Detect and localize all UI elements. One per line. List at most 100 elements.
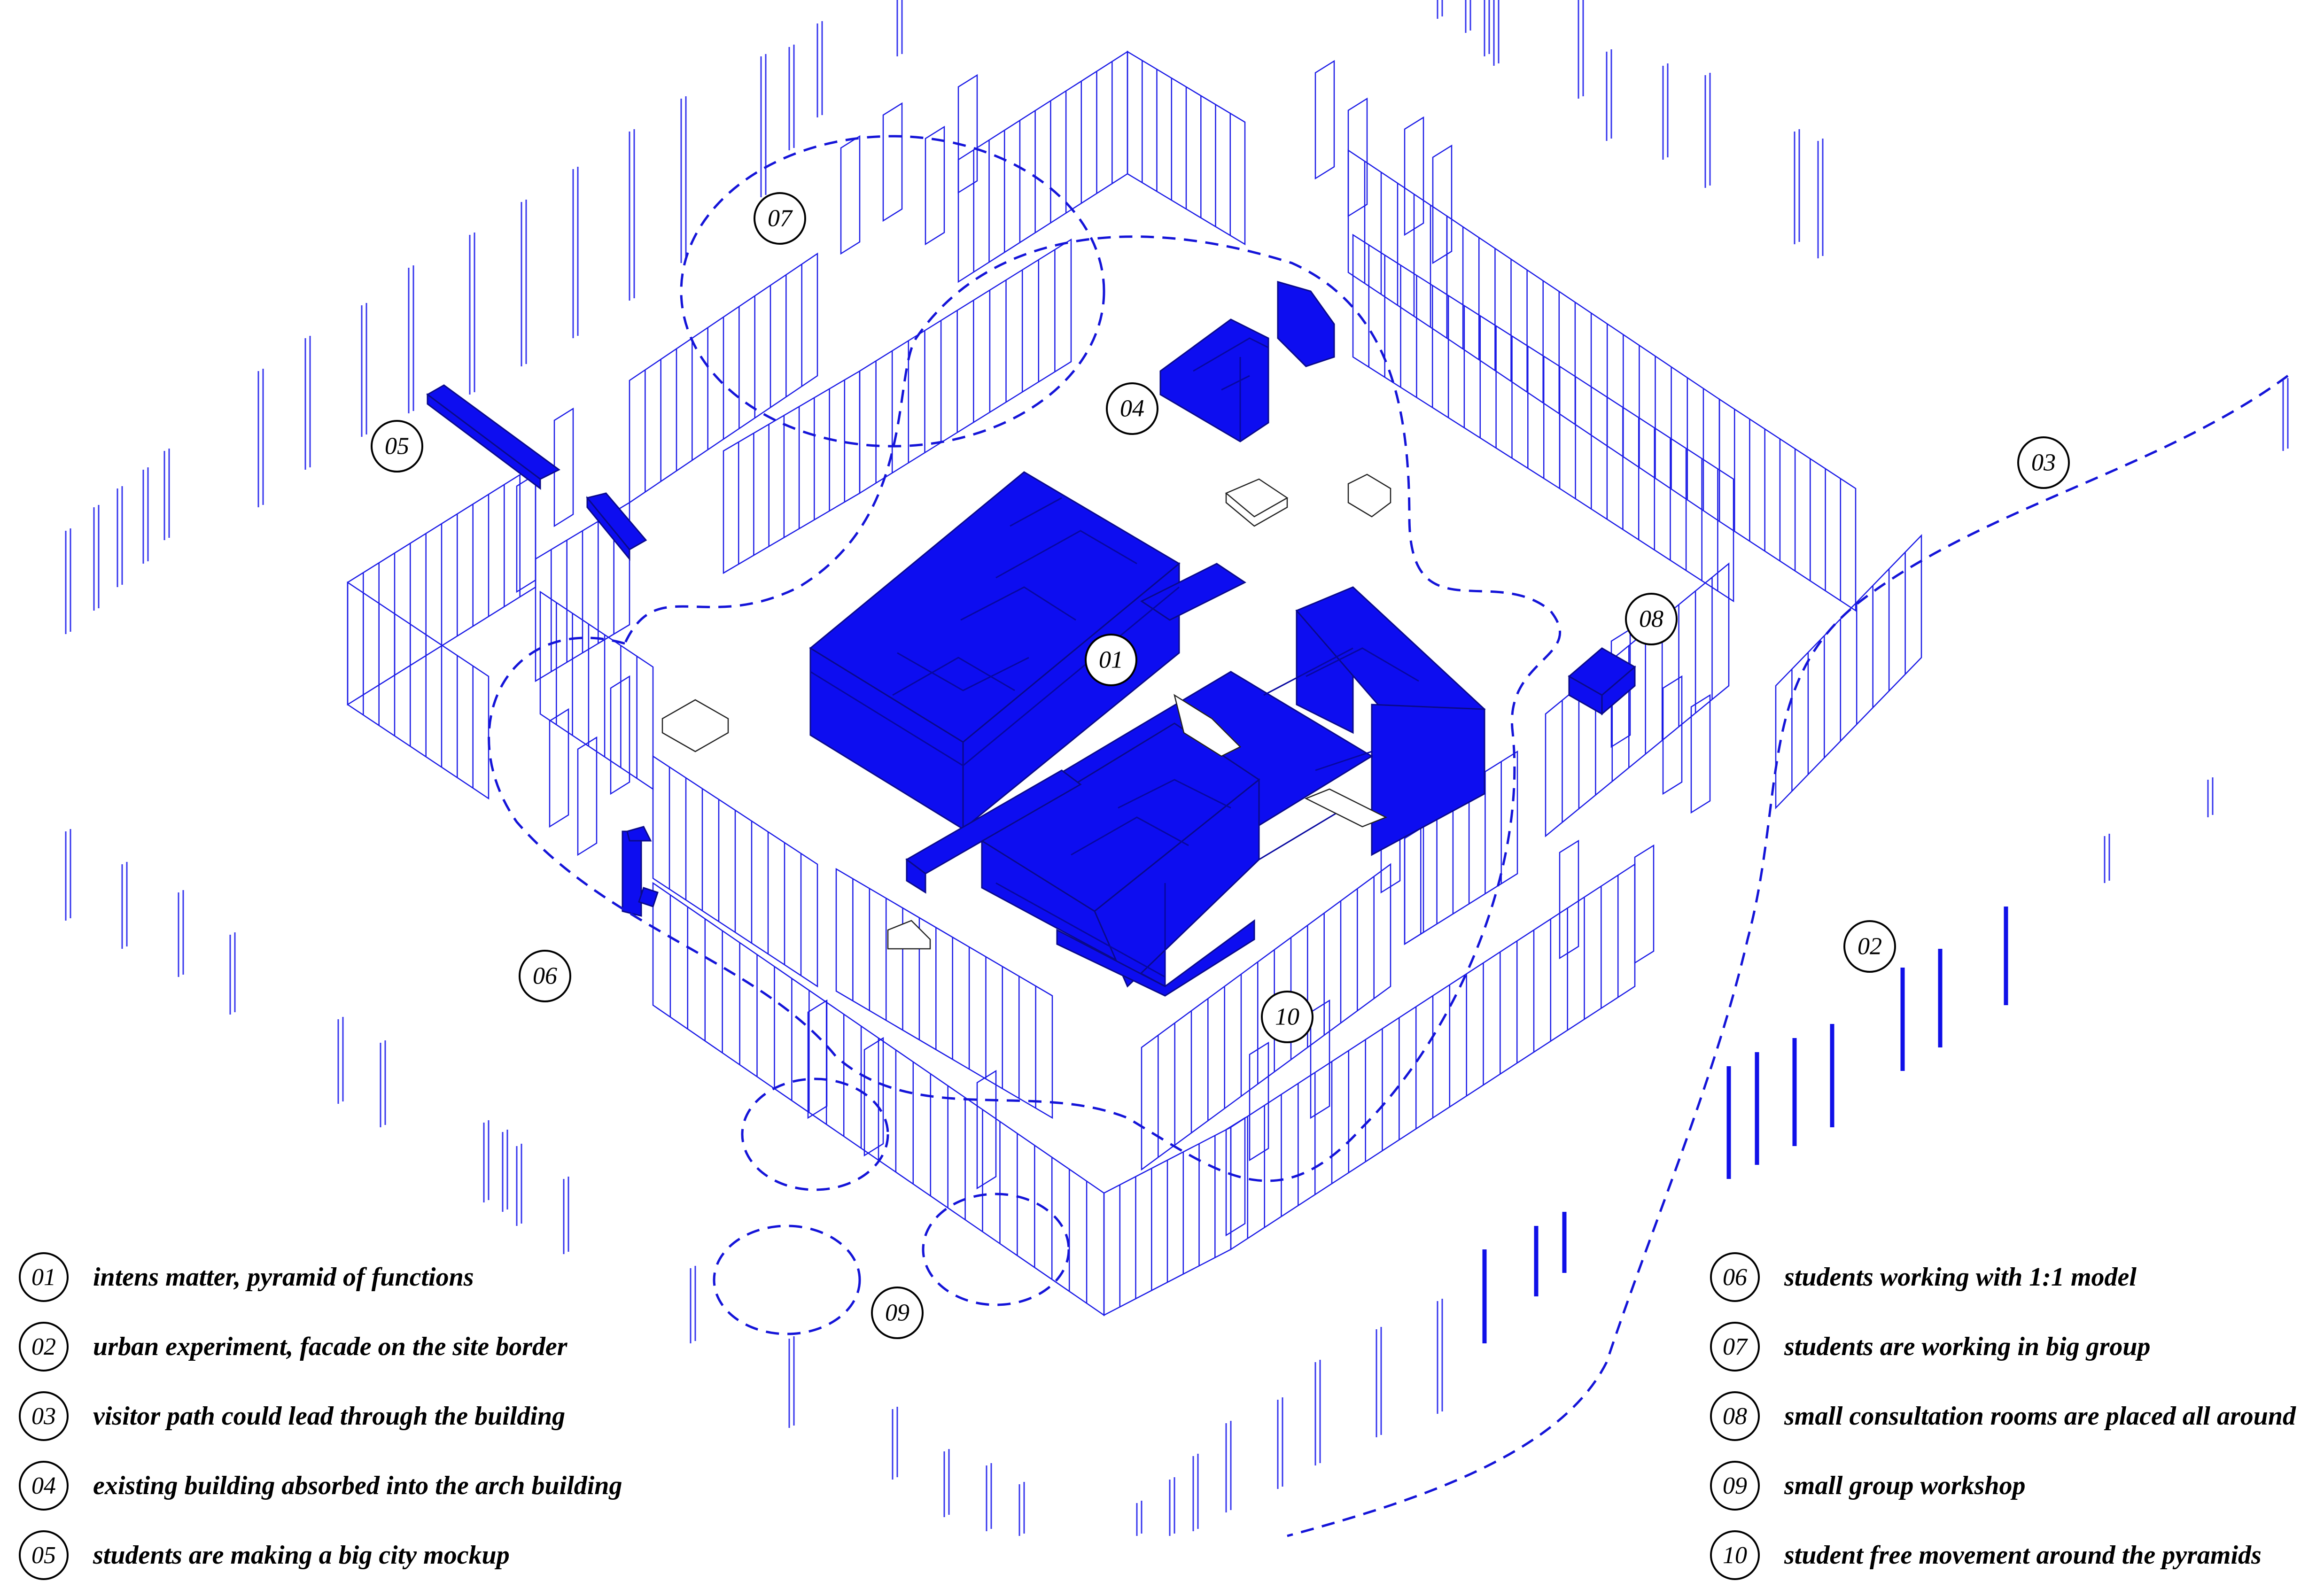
post bbox=[517, 1144, 521, 1226]
workshop-loop-b bbox=[714, 1226, 860, 1334]
legend-item: 04 existing building absorbed into the ar… bbox=[19, 1458, 622, 1513]
workshop-loop-a bbox=[742, 1079, 888, 1190]
marker-06: 06 bbox=[520, 951, 570, 1001]
post bbox=[409, 265, 413, 413]
post bbox=[1663, 63, 1668, 160]
marker-10: 10 bbox=[1262, 992, 1313, 1042]
legend-text: student free movement around the pyramid… bbox=[1784, 1540, 2262, 1570]
facade-panel bbox=[1691, 695, 1710, 813]
post bbox=[1494, 0, 1499, 66]
post bbox=[305, 336, 310, 470]
post bbox=[484, 1120, 489, 1202]
facade-wall bbox=[653, 756, 817, 986]
legend-item: 02 urban experiment, facade on the site b… bbox=[19, 1319, 622, 1374]
facade-wall bbox=[348, 582, 489, 798]
post bbox=[521, 200, 526, 366]
legend-number: 03 bbox=[19, 1391, 69, 1441]
post bbox=[681, 96, 686, 263]
facade-panel bbox=[925, 127, 944, 244]
facade-panel bbox=[977, 1071, 996, 1188]
post bbox=[470, 233, 474, 395]
post bbox=[1438, 1299, 1442, 1414]
post bbox=[2105, 834, 2109, 883]
svg-text:07: 07 bbox=[768, 205, 793, 232]
svg-text:02: 02 bbox=[1858, 933, 1882, 960]
legend-text: intens matter, pyramid of functions bbox=[93, 1262, 474, 1292]
post bbox=[564, 1177, 568, 1254]
city-mockup-blocks bbox=[427, 385, 646, 559]
facade-panel bbox=[958, 75, 977, 193]
post bbox=[1137, 1501, 1142, 1536]
post bbox=[573, 167, 578, 338]
post bbox=[258, 369, 263, 507]
legend-number: 05 bbox=[19, 1530, 69, 1580]
facade-wall bbox=[1719, 399, 1856, 611]
post bbox=[503, 1130, 507, 1212]
post bbox=[2283, 378, 2288, 451]
svg-text:10: 10 bbox=[1275, 1004, 1299, 1031]
facade-wall bbox=[958, 52, 1127, 282]
post bbox=[893, 1407, 897, 1480]
post bbox=[1193, 1454, 1198, 1531]
facade-panel bbox=[611, 676, 630, 794]
facade-panel bbox=[883, 103, 902, 221]
post bbox=[122, 862, 127, 949]
legend-text: urban experiment, facade on the site bor… bbox=[93, 1332, 567, 1362]
workshop-loop-c bbox=[923, 1194, 1069, 1305]
facade-panel bbox=[864, 1038, 883, 1155]
post bbox=[1019, 1482, 1024, 1536]
legend-number: 02 bbox=[19, 1322, 69, 1372]
central-building-mass bbox=[810, 472, 1485, 996]
post bbox=[143, 467, 148, 564]
post bbox=[117, 486, 122, 587]
post bbox=[789, 45, 794, 150]
legend-number: 08 bbox=[1710, 1391, 1760, 1441]
legend-number: 09 bbox=[1710, 1461, 1760, 1511]
legend-text: small consultation rooms are placed all … bbox=[1784, 1401, 2296, 1431]
existing-building-mass bbox=[1160, 282, 1334, 442]
post bbox=[2208, 777, 2213, 817]
post bbox=[94, 505, 99, 611]
post bbox=[987, 1463, 991, 1531]
facade-wall bbox=[1560, 366, 1733, 601]
marker-02: 02 bbox=[1844, 921, 1895, 972]
legend-text: existing building absorbed into the arch… bbox=[93, 1471, 622, 1501]
svg-text:09: 09 bbox=[885, 1300, 909, 1326]
facade-panel bbox=[1311, 1000, 1329, 1118]
legend-text: students are making a big city mockup bbox=[93, 1540, 510, 1570]
svg-text:08: 08 bbox=[1639, 606, 1663, 633]
marker-08: 08 bbox=[1626, 594, 1677, 644]
post bbox=[230, 932, 235, 1015]
post bbox=[1278, 1397, 1282, 1489]
svg-text:01: 01 bbox=[1099, 647, 1123, 674]
legend-item: 06 students working with 1:1 model bbox=[1710, 1249, 2296, 1305]
post bbox=[1705, 73, 1710, 188]
post bbox=[362, 303, 366, 437]
facade-panel bbox=[1635, 845, 1654, 963]
post bbox=[66, 528, 70, 634]
legend-number: 04 bbox=[19, 1461, 69, 1511]
post bbox=[1226, 1421, 1231, 1512]
marker-07: 07 bbox=[754, 193, 805, 244]
marker-09: 09 bbox=[872, 1287, 923, 1338]
post bbox=[164, 449, 169, 540]
facade-wall bbox=[653, 883, 1104, 1315]
post bbox=[1578, 0, 1583, 99]
post bbox=[1607, 49, 1611, 141]
facade-wall bbox=[1353, 235, 1560, 488]
facade-panel bbox=[841, 136, 860, 254]
post bbox=[66, 829, 70, 921]
post bbox=[691, 1266, 695, 1343]
legend-number: 06 bbox=[1710, 1252, 1760, 1302]
legend-text: students working with 1:1 model bbox=[1784, 1262, 2137, 1292]
legend-number: 07 bbox=[1710, 1322, 1760, 1372]
legend-item: 08 small consultation rooms are placed al… bbox=[1710, 1388, 2296, 1444]
post bbox=[817, 21, 822, 117]
facade-wall bbox=[1447, 216, 1719, 521]
facade-panel bbox=[808, 1000, 827, 1118]
facade-panel bbox=[1250, 1043, 1268, 1160]
legend-number: 01 bbox=[19, 1252, 69, 1302]
legend-item: 03visitor path could lead through the bu… bbox=[19, 1388, 622, 1444]
legend-text: students are working in big group bbox=[1784, 1332, 2151, 1362]
